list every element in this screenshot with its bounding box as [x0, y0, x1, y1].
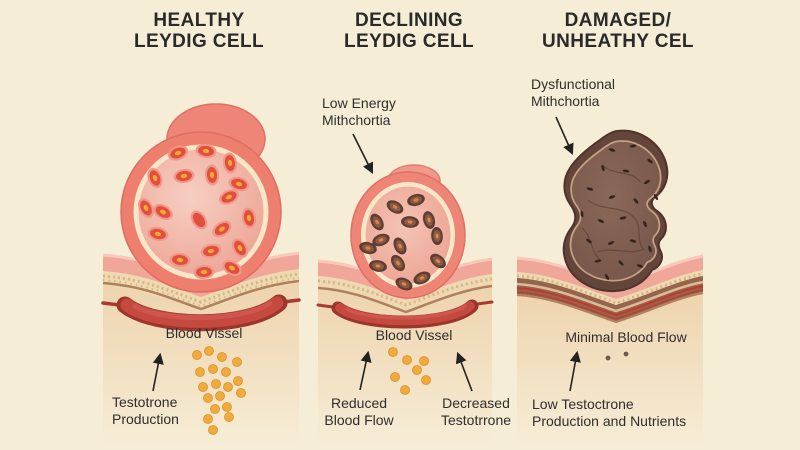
heading-healthy: HEALTHY LEYDIG CELL [134, 10, 264, 52]
tissue-panel-declining [316, 257, 494, 445]
heading-damaged: DAMAGED/ UNHEATHY CEL [542, 10, 694, 52]
heading-declining-line1: DECLINING [354, 10, 464, 31]
reduced-blood-flow-arrow [359, 350, 372, 391]
dysfunctional-arrow [555, 116, 574, 156]
blood-vessel-healthy [101, 294, 301, 332]
tissue-panel-damaged [516, 254, 704, 445]
testosterone-dots-healthy [192, 346, 246, 435]
decreased-testotrrone-arrow [455, 351, 473, 392]
minimal-blood-flow-label: Minimal Blood Flow [565, 329, 687, 345]
declining-leydig-cell [350, 164, 466, 299]
testosterone-dots-damaged [605, 351, 629, 361]
tissue-panel-healthy [101, 251, 301, 445]
reduced-blood-flow-label: Reduced Blood Flow [324, 395, 394, 428]
healthy-mitochondria [138, 143, 257, 280]
low-energy-arrow [352, 133, 374, 175]
heading-healthy-line1: HEALTHY [153, 10, 245, 31]
dysfunctional-mitochondria-label: Dysfunctional Mithchortia [531, 76, 616, 109]
damaged-leydig-cell [562, 129, 669, 293]
heading-declining-line2: LEYDIG CELL [343, 31, 475, 52]
blood-vessel-label-healthy: Blood Vissel [165, 325, 243, 341]
declining-mitochondria [359, 193, 446, 291]
testotrone-production-arrow [152, 352, 164, 392]
heading-healthy-line2: LEYDIG CELL [133, 31, 265, 52]
blood-vessel-declining [316, 299, 494, 329]
heading-declining: DECLINING LEYDIG CELL [344, 10, 474, 52]
damaged-mitochondria-specks [580, 144, 659, 281]
low-energy-mitochondria-label: Low Energy Mithchortia [322, 95, 396, 128]
low-testoctrone-label: Low Testoctrone Production and Nutrients [532, 396, 687, 429]
minimal-blood-flow-vessel [516, 285, 704, 320]
decreased-testotrrone-label: Decreased Testotrrone [440, 395, 512, 428]
heading-damaged-line2: UNHEATHY CEL [542, 31, 694, 52]
testotrone-production-label: Testotrone Production [112, 394, 179, 427]
heading-damaged-line1: DAMAGED/ [564, 10, 672, 31]
testosterone-dots-declining [388, 347, 431, 395]
low-testoctrone-arrow [569, 350, 581, 392]
blood-vessel-label-declining: Blood Vissel [375, 327, 453, 343]
healthy-leydig-cell [120, 103, 282, 293]
